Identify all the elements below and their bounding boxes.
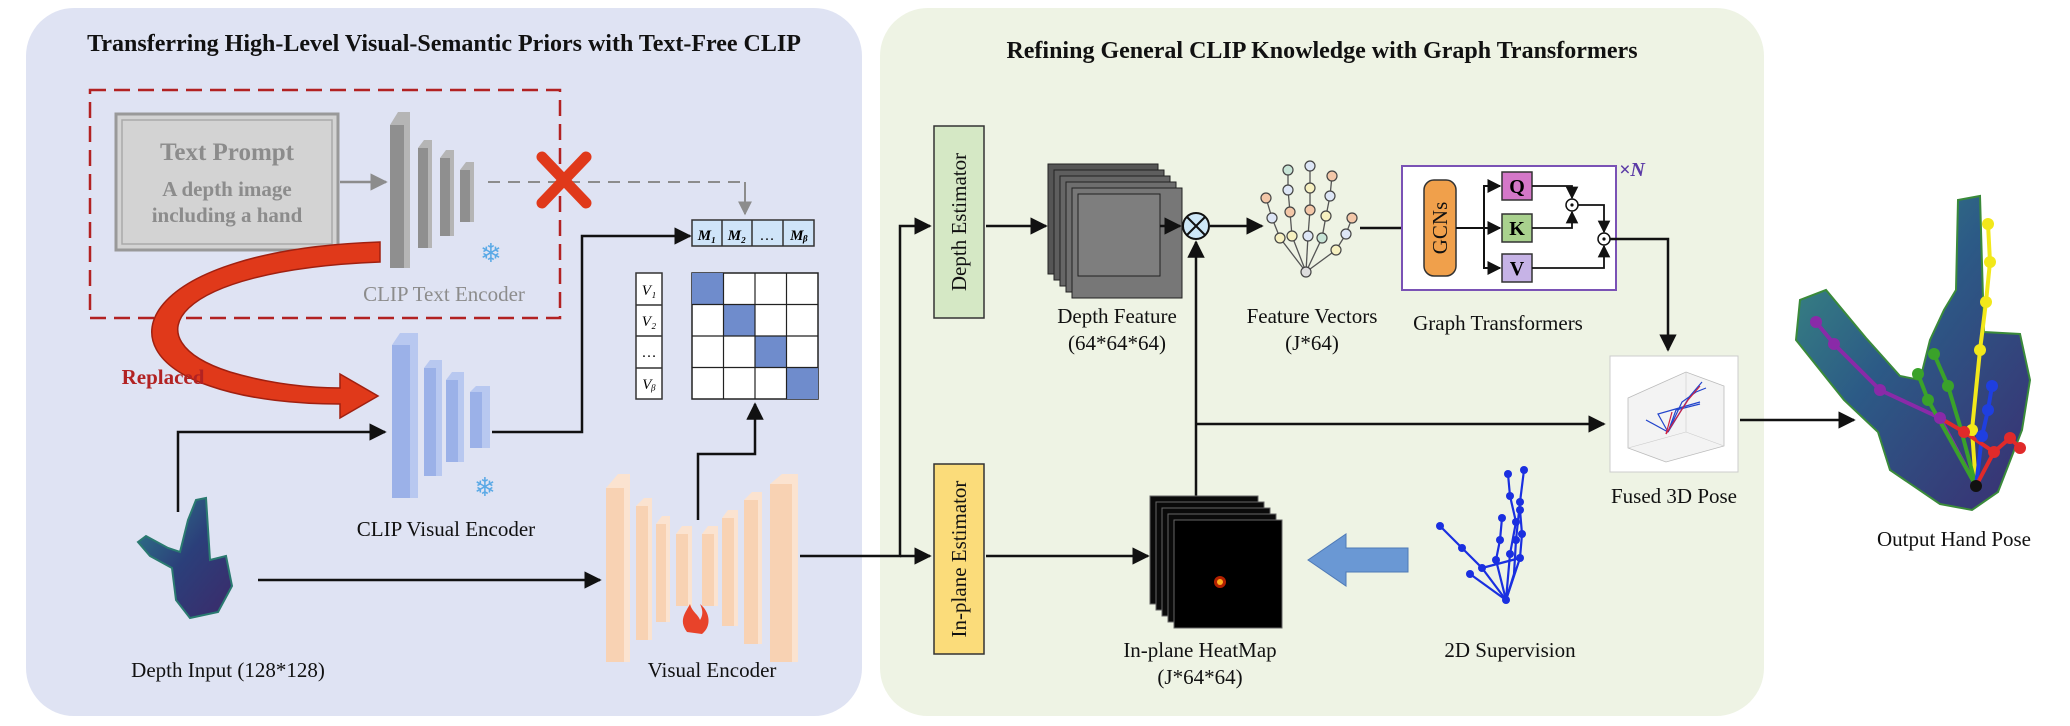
inplane-estimator-label: In-plane Estimator (947, 481, 971, 638)
q-label: Q (1509, 176, 1525, 198)
clip-visual-encoder-label: CLIP Visual Encoder (357, 517, 535, 541)
v-box (1501, 253, 1533, 283)
right-panel-title: Refining General CLIP Knowledge with Gra… (1006, 38, 1637, 64)
m-token: M₁ (697, 228, 717, 244)
snowflake-icon: ❄ (480, 239, 502, 268)
m-token: … (760, 228, 775, 244)
similarity-matrix (691, 272, 819, 400)
visual-encoder (606, 474, 798, 662)
depth-estimator-label: Depth Estimator (947, 153, 971, 291)
clip-text-encoder-label: CLIP Text Encoder (363, 282, 525, 306)
depth-feature-dims: (64*64*64) (1068, 331, 1166, 355)
output-hand-image (1794, 194, 2032, 512)
output-hand-pose-label: Output Hand Pose (1877, 527, 2031, 551)
feature-vectors-dims: (J*64) (1285, 331, 1339, 355)
fire-icon (682, 604, 709, 634)
clip-text-encoder (390, 112, 474, 268)
depth-input-label: Depth Input (128*128) (131, 658, 325, 682)
k-label: K (1509, 218, 1525, 240)
inplane-heatmap-stack (1149, 495, 1283, 629)
clip-visual-encoder (392, 333, 490, 498)
2d-supervision-joints (1436, 466, 1528, 604)
left-panel-title: Transferring High-Level Visual-Semantic … (87, 31, 801, 57)
m-token-row: M₁ M₂ … Mᵦ (691, 219, 815, 247)
m-token: M₂ (727, 228, 747, 244)
text-prompt-box (114, 112, 340, 252)
v-label: V (1510, 258, 1525, 280)
inplane-heatmap-dims: (J*64*64) (1157, 665, 1242, 689)
multiply-icon (1182, 212, 1210, 240)
fused-3d-pose-plot (1609, 355, 1739, 473)
gcns-label: GCNs (1428, 202, 1452, 255)
replaced-arrow (151, 241, 381, 420)
depth-feature-label: Depth Feature (1057, 304, 1177, 328)
odot-icon (1565, 198, 1579, 212)
v-token-column: V₁ V₂ … Vᵦ (635, 272, 663, 400)
text-branch-dashed-box (88, 88, 562, 320)
v-token: Vᵦ (642, 377, 655, 393)
v-token: V₁ (642, 283, 656, 299)
repeat-label: ×N (1619, 159, 1646, 181)
inplane-heatmap-label: In-plane HeatMap (1123, 638, 1276, 662)
supervision-2d-label: 2D Supervision (1444, 638, 1576, 662)
m-token: Mᵦ (789, 228, 808, 244)
graph-transformers-label: Graph Transformers (1413, 311, 1583, 335)
inplane-estimator-box (933, 463, 985, 655)
feature-vector-nodes (1260, 160, 1358, 278)
replaced-label: Replaced (122, 365, 205, 389)
text-prompt-line2: including a hand (152, 203, 303, 227)
supervision-arrow (1307, 533, 1409, 587)
depth-feature-stack (1047, 163, 1183, 299)
depth-estimator-box (933, 125, 985, 319)
k-box (1501, 213, 1533, 243)
feature-vectors-label: Feature Vectors (1247, 304, 1378, 328)
output-hand-joints (1810, 218, 2026, 492)
fused-pose-label: Fused 3D Pose (1611, 484, 1737, 508)
v-token: V₂ (642, 314, 656, 330)
cross-icon (536, 151, 592, 209)
visual-encoder-label: Visual Encoder (648, 658, 777, 682)
text-prompt-title: Text Prompt (160, 139, 295, 166)
snowflake-icon: ❄ (474, 473, 496, 502)
depth-input-hand (136, 496, 234, 620)
odot-icon (1597, 232, 1611, 246)
text-prompt-line1: A depth image (162, 177, 292, 201)
q-box (1501, 171, 1533, 201)
v-token: … (642, 345, 657, 361)
